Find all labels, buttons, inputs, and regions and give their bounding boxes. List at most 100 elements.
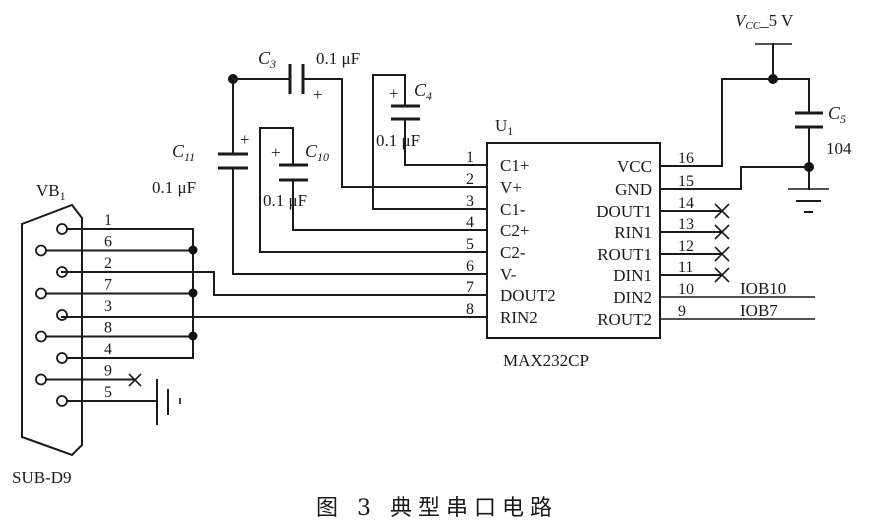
c3-polarity: + (313, 85, 323, 104)
pin-number: 1 (466, 149, 474, 166)
pin-number: 2 (466, 171, 474, 188)
pin-socket-icon (35, 373, 47, 386)
capacitor-c4: + C4 0.1 μF (372, 74, 488, 210)
pin-number: 6 (466, 258, 474, 275)
c11-value: 0.1 μF (152, 178, 196, 197)
pin-name: RIN2 (500, 308, 538, 327)
chip-pin-left: 4 C2+ (449, 214, 529, 240)
figure-caption: 图 3 典型串口电路 (316, 496, 558, 521)
c10-label: C10 (305, 141, 329, 164)
db9-pin5-ground (156, 379, 181, 425)
c5-label: C5 (828, 103, 846, 126)
pin-number: 8 (466, 301, 474, 318)
c11-label: C11 (172, 141, 195, 164)
db9-pins: 1 6 2 7 3 8 4 95 (35, 212, 194, 407)
chip-pin-left: 1 C1+ (449, 149, 529, 175)
db9-pin: 6 (35, 234, 194, 257)
no-connect-mark-icon (714, 246, 730, 262)
chip-pin-left: 2 V+ (449, 171, 522, 197)
pin-name: C2- (500, 243, 526, 262)
connector-type-label: SUB-D9 (12, 468, 72, 487)
c10-polarity: + (271, 143, 281, 162)
chip-pin-right: VCC 16 (617, 150, 694, 176)
pin-name: C1+ (500, 156, 529, 175)
chip-pin-right: DIN1 11 (613, 259, 730, 285)
db9-bus (188, 228, 198, 359)
db9-pin: 9 (35, 363, 136, 386)
db9-connector: VB1 SUB-D9 (12, 181, 83, 487)
pin-socket-icon (35, 244, 47, 257)
pin-number: 16 (678, 150, 694, 167)
pin-number: 13 (678, 216, 694, 233)
pin-number: 7 (104, 277, 112, 294)
junction-dot (188, 331, 198, 341)
no-connect-mark-icon (714, 224, 730, 240)
pin-socket-icon (56, 395, 68, 407)
db9-pin: 1 (56, 212, 194, 235)
c11-polarity: + (240, 130, 250, 149)
pin-name: V+ (500, 178, 522, 197)
db9-pin9-noconnect (128, 373, 142, 387)
db9-pin: 2 (56, 255, 112, 278)
pin-number: 11 (678, 259, 693, 276)
pin-name: ROUT1 (597, 245, 652, 264)
net-label: IOB7 (740, 301, 778, 320)
pin-socket-icon (35, 330, 47, 343)
chip-pin-right: GND 15 (615, 173, 694, 199)
power-section: VCC_5 V C5 104 (659, 11, 852, 213)
chip-ref: U1 (495, 116, 513, 138)
pin-number: 5 (104, 384, 112, 401)
pin-socket-icon (35, 287, 47, 300)
ground-icon (788, 188, 829, 213)
c4-label: C4 (414, 80, 432, 103)
pin-number: 4 (466, 214, 474, 231)
pin-number: 14 (678, 195, 694, 212)
no-connect-mark-icon (714, 203, 730, 219)
pin-name: C1- (500, 200, 526, 219)
c5-value: 104 (826, 139, 852, 158)
pin-socket-icon (56, 309, 68, 321)
no-connect-mark-icon (128, 373, 142, 387)
chip-pin-left: 8 RIN2 (449, 301, 538, 327)
chip-pin-left: 5 C2- (449, 236, 526, 262)
c3-value: 0.1 μF (316, 49, 360, 68)
pin-number: 3 (104, 298, 112, 315)
no-connect-mark-icon (714, 267, 730, 283)
pin-name: DIN2 (613, 288, 652, 307)
pin-name: GND (615, 180, 652, 199)
chip-pin-left: 3 C1- (449, 193, 526, 219)
c10-value: 0.1 μF (263, 191, 307, 210)
pin-number: 7 (466, 279, 474, 296)
capacitor-c11: + C11 0.1 μF (152, 78, 488, 275)
pin-number: 2 (104, 255, 112, 272)
pin-number: 8 (104, 320, 112, 337)
pin-name: VCC (617, 157, 652, 176)
pin-number: 4 (104, 341, 112, 358)
c3-label: C3 (258, 48, 276, 71)
pin-number: 9 (678, 303, 686, 320)
wire-c10-top (259, 127, 294, 253)
db9-pin: 5 (56, 384, 158, 407)
pin-number: 6 (104, 234, 112, 251)
pin-number: 5 (466, 236, 474, 253)
wire-c4-top (372, 74, 406, 210)
db9-pin: 7 (35, 277, 194, 300)
pin-number: 10 (678, 281, 694, 298)
db9-pin: 4 (56, 341, 194, 364)
c4-value: 0.1 μF (376, 131, 420, 150)
net-label: IOB10 (740, 279, 786, 298)
pin-number: 1 (104, 212, 112, 229)
c4-polarity: + (389, 84, 399, 103)
pin-name: C2+ (500, 221, 529, 240)
chip-pin-right: DOUT1 14 (596, 195, 730, 221)
pin-name: DOUT1 (596, 202, 652, 221)
pin-name: DIN1 (613, 266, 652, 285)
connector-ref: VB1 (36, 181, 66, 203)
pin-number: 3 (466, 193, 474, 210)
pin-number: 12 (678, 238, 694, 255)
pin-number: 15 (678, 173, 694, 190)
